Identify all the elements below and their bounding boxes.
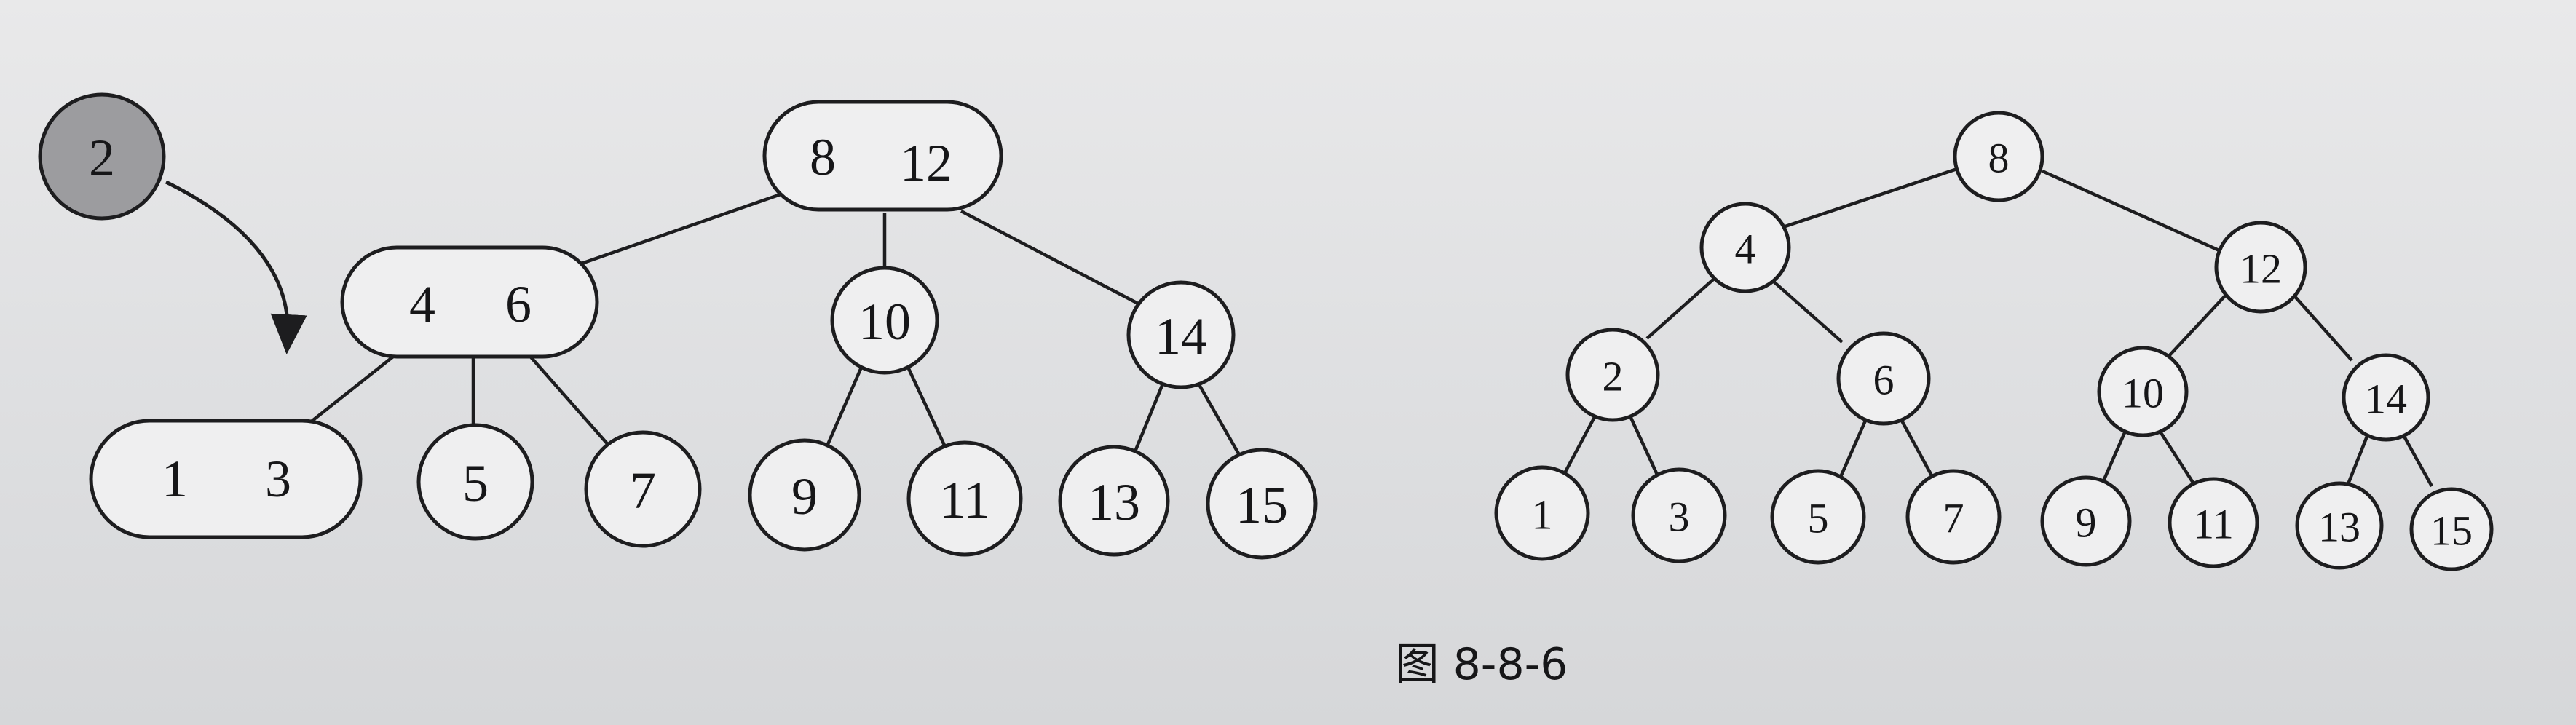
bst-node-1: 1: [1494, 465, 1590, 561]
figure-caption: 图 8-8-6: [1396, 639, 1568, 690]
bst-node-3-label: 3: [1669, 494, 1690, 541]
bst-node-5-label: 5: [1808, 495, 1829, 542]
bst-edge-12-14: [2291, 292, 2353, 362]
bst-node-4-label: 4: [1735, 226, 1756, 273]
bst-node-15-label: 15: [2430, 507, 2473, 555]
bst-node-13-label: 13: [2318, 504, 2360, 551]
bst-node-4: 4: [1699, 202, 1791, 293]
node-root: 8 12: [762, 100, 1003, 212]
bst-node-10-label: 10: [2122, 370, 2164, 417]
node-root-key-2: 12: [900, 134, 952, 192]
edge-mid-leaf11: [904, 363, 949, 451]
tree234: 8 12 4 6 10 14 1 3 5: [38, 92, 1318, 560]
bst-edge-12-10: [2167, 290, 2231, 358]
leaf-1-3-key-1: 1: [162, 450, 188, 508]
bst-edge-14-15: [2401, 432, 2433, 488]
leaf-15-key: 15: [1236, 476, 1288, 534]
node-left-key-2: 6: [505, 275, 532, 333]
bst-node-8: 8: [1953, 111, 2044, 202]
bst-node-2: 2: [1565, 328, 1660, 422]
bst-node-8-label: 8: [1988, 135, 2010, 182]
leaf-11: 11: [906, 440, 1023, 557]
leaf-11-key: 11: [939, 471, 989, 529]
inserting-node-key: 2: [89, 129, 115, 187]
bst-node-14: 14: [2342, 353, 2430, 442]
node-right: 14: [1126, 280, 1236, 389]
bst-node-12-label: 12: [2240, 245, 2282, 293]
bst-node-11-label: 11: [2193, 501, 2234, 548]
bst-node-5: 5: [1770, 469, 1866, 565]
bst-node-9: 9: [2040, 475, 2132, 567]
leaf-1-3-key-2: 3: [265, 450, 291, 508]
bst-edge-8-12: [2042, 169, 2221, 253]
bst-edge-6-7: [1900, 419, 1934, 478]
bst-node-1-label: 1: [1532, 491, 1553, 539]
leaf-5-key: 5: [462, 454, 489, 512]
node-root-key-1: 8: [810, 128, 836, 186]
bst-edge-2-1: [1564, 416, 1596, 473]
edge-root-left: [574, 191, 783, 268]
bst-node-11: 11: [2168, 477, 2259, 568]
bst-node-7-label: 7: [1943, 495, 1964, 542]
edge-root-right: [960, 210, 1141, 306]
bst-node-2-label: 2: [1603, 353, 1624, 400]
leaf-5: 5: [416, 423, 534, 541]
edge-right-leaf13: [1130, 378, 1167, 459]
node-left: 4 6: [340, 245, 599, 359]
bst-node-10: 10: [2097, 346, 2189, 437]
bst-node-14-label: 14: [2365, 376, 2407, 423]
edge-mid-leaf9: [824, 363, 865, 448]
node-mid-key: 10: [858, 293, 911, 351]
leaf-15: 15: [1206, 448, 1318, 560]
bst-node-13: 13: [2295, 481, 2384, 570]
bst-edge-2-3: [1629, 417, 1659, 475]
bst-node-15: 15: [2409, 487, 2494, 571]
bst-edge-6-5: [1838, 420, 1868, 478]
leaf-9: 9: [748, 438, 861, 552]
leaf-13: 13: [1058, 445, 1170, 557]
inserting-node: 2: [38, 92, 166, 221]
node-left-key-1: 4: [409, 275, 435, 333]
bst: 8 4 12 2 6 10 14 1: [1494, 111, 2494, 571]
bst-node-12: 12: [2214, 221, 2307, 314]
node-mid: 10: [830, 266, 939, 375]
bst-node-9-label: 9: [2076, 499, 2097, 547]
leaf-7-key: 7: [630, 461, 656, 520]
leaf-1-3: 1 3: [89, 419, 363, 539]
bst-edge-14-13: [2346, 434, 2370, 485]
leaf-7: 7: [584, 430, 702, 548]
bst-node-6-label: 6: [1873, 357, 1895, 404]
edge-left-leaf7: [526, 352, 617, 454]
bst-edge-8-4: [1776, 164, 1967, 231]
node-right-key: 14: [1155, 307, 1207, 365]
leaf-13-key: 13: [1088, 473, 1140, 531]
bst-edge-4-6: [1771, 280, 1844, 344]
bst-node-6: 6: [1836, 331, 1931, 426]
bst-node-7: 7: [1905, 469, 2002, 565]
edge-left-leaf13: [304, 352, 398, 427]
edge-right-leaf15: [1196, 381, 1243, 460]
bst-edge-10-9: [2101, 429, 2128, 483]
bst-edge-10-11: [2157, 428, 2194, 484]
bst-node-3: 3: [1631, 467, 1727, 563]
leaf-9-key: 9: [791, 467, 818, 526]
bst-edge-4-2: [1645, 272, 1721, 340]
insert-arrow: [165, 180, 307, 354]
